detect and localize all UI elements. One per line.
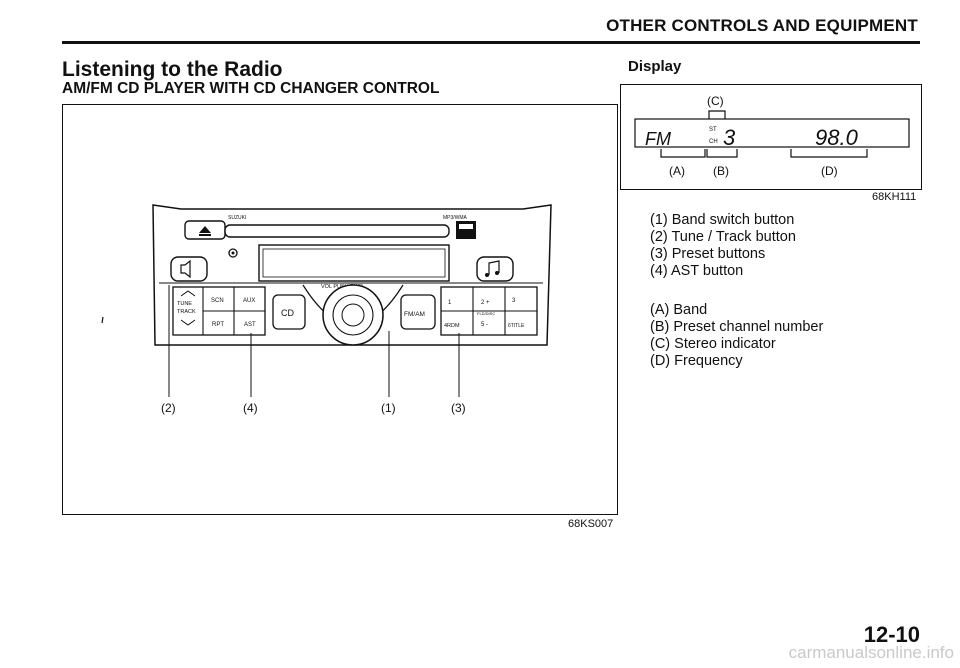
figure-code-right: 68KH111 bbox=[872, 191, 917, 203]
page-title: Listening to the Radio bbox=[62, 58, 283, 81]
label-d: (D) bbox=[821, 164, 838, 178]
frequency-segment: 98.0 bbox=[815, 125, 859, 150]
band-segment: FM bbox=[645, 129, 671, 149]
list-item: (A) Band bbox=[650, 302, 708, 318]
list-item: (2) Tune / Track button bbox=[650, 229, 796, 245]
scn-label: SCN bbox=[211, 298, 224, 304]
preset-2-label: 2 + bbox=[481, 300, 490, 306]
ch-indicator: CH bbox=[709, 139, 718, 145]
callout-1: (1) bbox=[381, 401, 396, 415]
st-indicator: ST bbox=[709, 127, 717, 133]
display-list: (A) Band (B) Preset channel number (C) S… bbox=[650, 302, 823, 370]
list-item: (4) AST button bbox=[650, 263, 744, 279]
cd-label: CD bbox=[281, 308, 294, 318]
preset-4-label: 4RDM bbox=[444, 323, 460, 329]
preset-5-label: 5 - bbox=[481, 322, 488, 328]
track-label: TRACK bbox=[177, 309, 196, 315]
page-subtitle: AM/FM CD PLAYER WITH CD CHANGER CONTROL bbox=[62, 80, 440, 97]
fmam-label: FM/AM bbox=[404, 311, 425, 318]
mp3-label: MP3/WMA bbox=[443, 215, 468, 221]
preset-segment: 3 bbox=[723, 125, 736, 150]
list-item: (1) Band switch button bbox=[650, 212, 795, 228]
header-rule bbox=[62, 41, 920, 44]
display-figure: (C) FM ST CH 3 98.0 (A) (B) (D) bbox=[620, 84, 922, 190]
label-a: (A) bbox=[669, 164, 685, 178]
ast-label: AST bbox=[244, 322, 256, 328]
preset-1-label: 1 bbox=[448, 300, 452, 306]
list-item: (B) Preset channel number bbox=[650, 319, 824, 335]
radio-figure: SUZUKI MP3/WMA VOL PUSH PWR TUNE T bbox=[62, 104, 618, 515]
callout-3: (3) bbox=[451, 401, 466, 415]
label-b: (B) bbox=[713, 164, 729, 178]
rpt-label: RPT bbox=[212, 322, 224, 328]
callout-2: (2) bbox=[161, 401, 176, 415]
display-illustration: (C) FM ST CH 3 98.0 (A) (B) (D) bbox=[634, 94, 910, 178]
buttons-list: (1) Band switch button (2) Tune / Track … bbox=[650, 212, 796, 280]
fld-disc-label: FLD/DISC bbox=[477, 311, 495, 316]
page-number: 12-10 bbox=[863, 622, 920, 647]
preset-3-label: 3 bbox=[512, 298, 516, 304]
list-item: (D) Frequency bbox=[650, 353, 743, 369]
tune-label: TUNE bbox=[177, 301, 192, 307]
preset-6-label: 6TITLE bbox=[508, 323, 525, 329]
aux-label: AUX bbox=[243, 298, 255, 304]
brand-label: SUZUKI bbox=[228, 215, 246, 221]
list-item: (C) Stereo indicator bbox=[650, 336, 776, 352]
list-item: (3) Preset buttons bbox=[650, 246, 766, 262]
callout-4: (4) bbox=[243, 401, 258, 415]
display-title: Display bbox=[628, 58, 682, 75]
figure-code-left: 68KS007 bbox=[568, 518, 614, 530]
section-title: OTHER CONTROLS AND EQUIPMENT bbox=[606, 16, 918, 35]
radio-illustration: SUZUKI MP3/WMA VOL PUSH PWR TUNE T bbox=[101, 204, 552, 397]
label-c: (C) bbox=[707, 94, 724, 108]
footer-watermark: carmanualsonline.info bbox=[788, 643, 954, 662]
